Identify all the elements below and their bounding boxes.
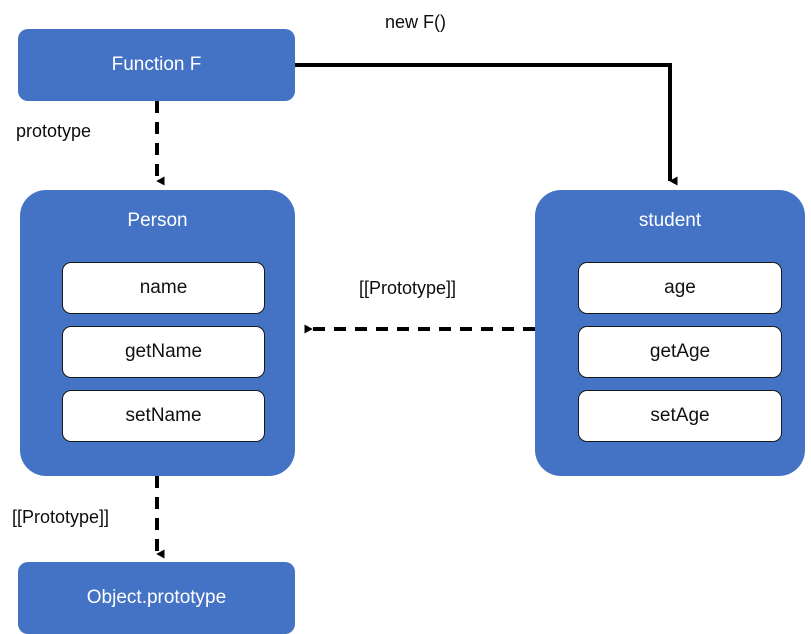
edge-new-f [295,63,678,186]
node-object-prototype-label: Object.prototype [86,587,227,608]
edge-label-student-prototype: [[Prototype]] [359,278,457,298]
node-function-f[interactable]: Function F [18,29,295,101]
edge-label-prototype: prototype [16,121,92,141]
node-person-label: Person [127,210,188,231]
member-person-getname[interactable]: getName [62,326,265,378]
member-student-getage[interactable]: getAge [578,326,782,378]
edge-label-person-prototype: [[Prototype]] [12,507,110,527]
member-person-name[interactable]: name [62,262,265,314]
member-person-setname[interactable]: setName [62,390,265,442]
node-student-label: student [638,210,702,231]
member-student-age[interactable]: age [578,262,782,314]
node-object-prototype[interactable]: Object.prototype [18,562,295,634]
edge-label-new-f: new F() [385,12,447,32]
node-function-f-label: Function F [111,54,202,75]
member-student-setage[interactable]: setAge [578,390,782,442]
